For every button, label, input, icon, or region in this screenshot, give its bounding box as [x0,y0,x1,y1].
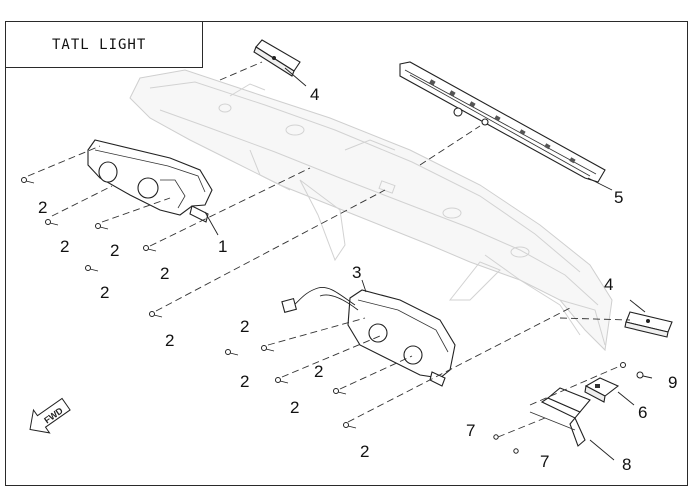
callout-3: 3 [352,263,361,282]
callout-2g: 2 [240,317,249,336]
callout-2b: 2 [60,237,69,256]
reflector-upper[interactable] [253,39,301,77]
screw-7a[interactable] [493,434,499,440]
callout-8: 8 [622,455,631,474]
callout-5: 5 [614,188,623,207]
callout-2e: 2 [100,283,109,302]
leader-lines [204,67,646,461]
callout-4-upper: 4 [310,85,319,104]
callout-9: 9 [668,373,677,392]
callout-6: 6 [638,403,647,422]
screw-2d[interactable] [143,245,157,252]
callout-2c: 2 [110,241,119,260]
rear-frame-ghost [129,69,613,352]
callout-2f: 2 [165,331,174,350]
callout-2h: 2 [240,372,249,391]
callout-7a: 7 [466,421,475,440]
reflector-lower[interactable] [624,311,673,338]
tail-light-right[interactable] [347,289,456,387]
screws [21,177,653,454]
callout-4-lower: 4 [604,275,613,294]
title-block [5,21,203,68]
screw-2f[interactable] [149,311,163,318]
screw-2e[interactable] [85,265,99,272]
forward-direction-arrow-icon: FWD [29,397,71,434]
screw-2g[interactable] [261,345,275,352]
screw-2i[interactable] [275,377,289,384]
screw-2a[interactable] [21,177,35,184]
high-mount-light-bar[interactable] [399,61,606,183]
screw-2j[interactable] [333,388,347,395]
callout-labels: 1 2 2 2 2 2 2 2 2 2 2 2 3 4 4 5 6 7 7 8 … [38,85,677,474]
screw-2k[interactable] [343,422,357,429]
callout-2j: 2 [314,362,323,381]
callout-1: 1 [218,237,227,256]
callout-2i: 2 [290,398,299,417]
screw-9[interactable] [636,371,653,379]
license-bracket[interactable] [529,387,591,447]
callout-2d: 2 [160,264,169,283]
screw-2h[interactable] [225,349,239,356]
screw-2b[interactable] [45,219,59,226]
callout-2k: 2 [360,442,369,461]
drawing-frame [5,21,688,486]
wiring-harness [281,287,359,314]
tail-light-left[interactable] [87,139,213,223]
screw-bracket[interactable] [620,362,626,368]
screw-2c[interactable] [95,223,109,230]
license-lamp[interactable] [584,377,620,403]
callout-7b: 7 [540,452,549,471]
diagram-title: TATL LIGHT [52,37,147,53]
alignment-lines [27,61,631,438]
callout-2a: 2 [38,198,47,217]
screw-7b[interactable] [513,448,519,454]
